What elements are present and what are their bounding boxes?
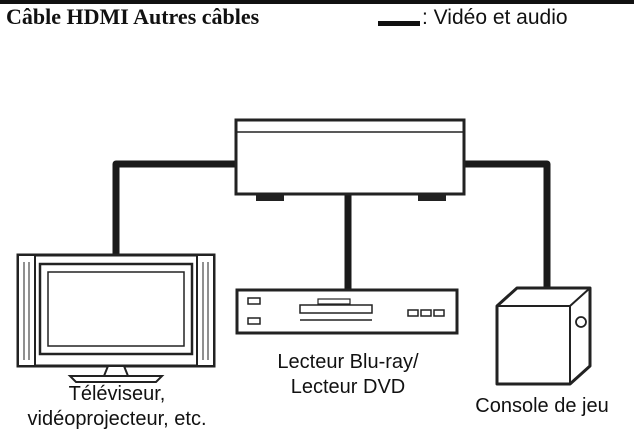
tv-label-line1: Téléviseur, (68, 383, 166, 405)
legend-cable-swatch (378, 20, 420, 26)
cable-console (463, 160, 551, 290)
tv-label: Téléviseur, vidéoprojecteur, etc. (22, 382, 212, 432)
top-rule (0, 0, 634, 4)
cables (112, 160, 551, 292)
game-console-icon (495, 286, 592, 386)
cable-tv (112, 160, 237, 258)
receiver-icon (234, 118, 466, 201)
diagram-title: Câble HDMI Autres câbles (6, 4, 260, 29)
player-label: Lecteur Blu-ray/ Lecteur DVD (250, 350, 446, 400)
legend: : Vidéo et audio (378, 6, 568, 30)
bluray-player-icon (235, 288, 459, 335)
tv-label-line2: vidéoprojecteur, etc. (27, 408, 207, 430)
legend-label: : Vidéo et audio (422, 6, 568, 29)
television-icon (16, 253, 216, 383)
console-label: Console de jeu (475, 395, 609, 417)
player-label-line1: Lecteur Blu-ray/ (277, 351, 419, 373)
player-label-line2: Lecteur DVD (290, 376, 406, 398)
